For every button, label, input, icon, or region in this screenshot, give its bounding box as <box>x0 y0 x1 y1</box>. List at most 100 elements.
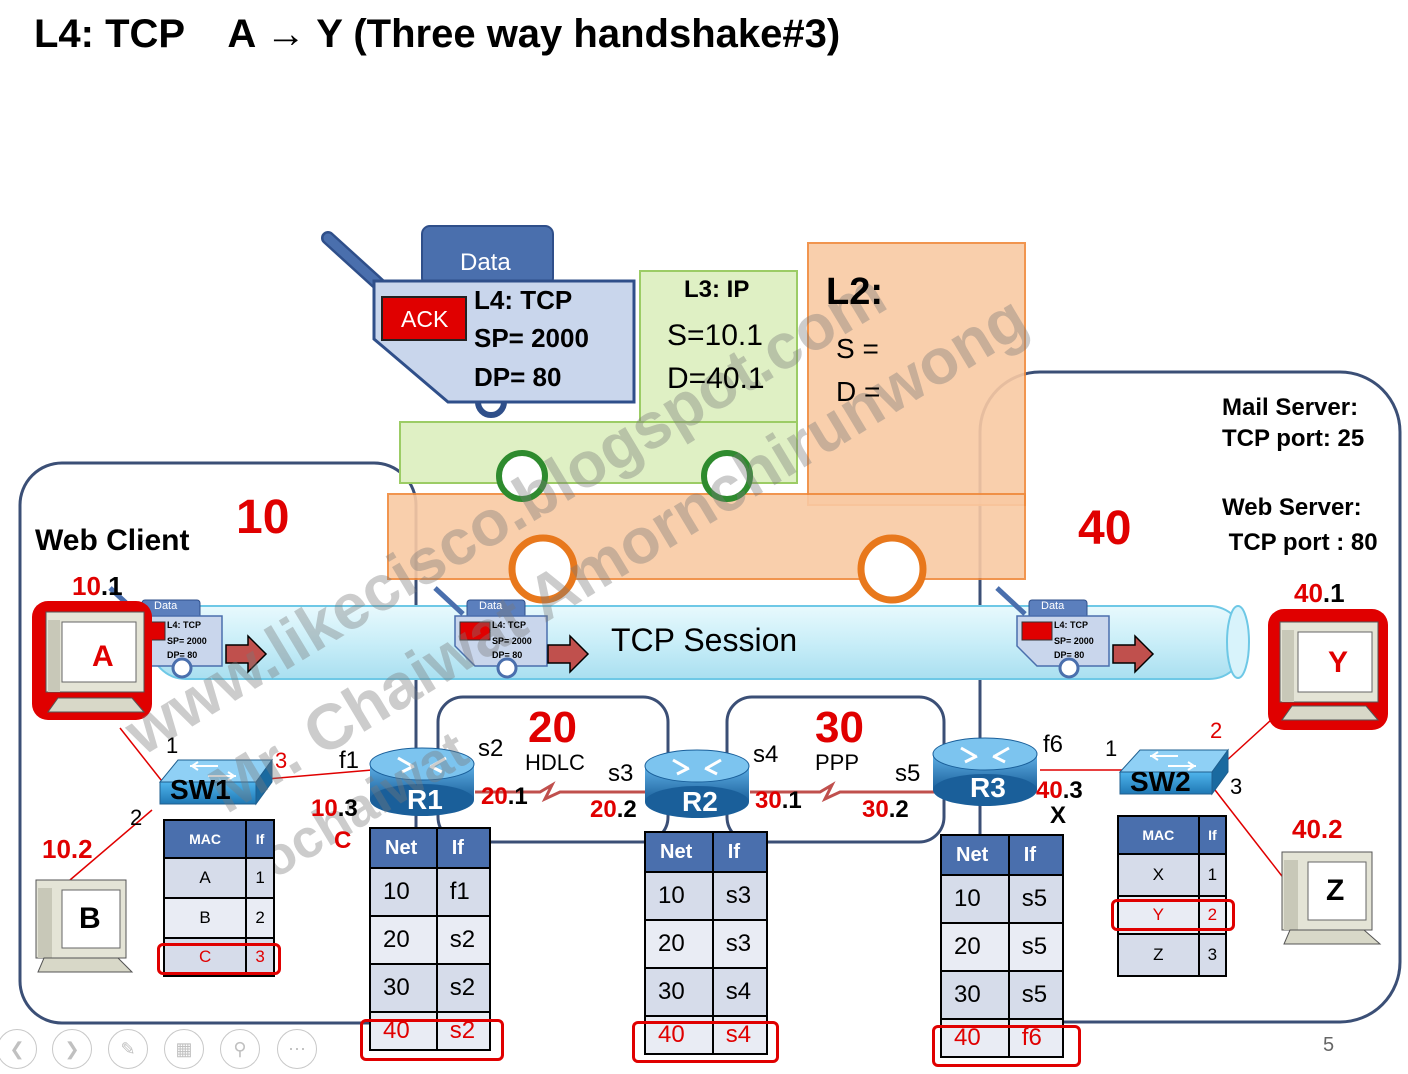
mini-packet-data-label: Data <box>154 600 178 612</box>
host-a-computer-icon <box>45 611 146 713</box>
sw1-port1: 1 <box>166 733 179 758</box>
r1-ip1: 10.3 <box>311 797 358 821</box>
routing-table-header: If <box>1007 834 1065 876</box>
host-y-name: Y <box>1328 646 1349 679</box>
if-cell: s5 <box>1007 970 1065 1020</box>
network-40-label: 40 <box>1078 502 1132 555</box>
r2-if-s3: s3 <box>608 760 634 787</box>
l3-title: L3: IP <box>684 276 750 303</box>
net-cell: 40 <box>940 1018 1010 1058</box>
host-z-name: Z <box>1326 874 1345 907</box>
r2-ip2: 30.1 <box>755 789 802 813</box>
l2-title: L2: <box>826 271 883 313</box>
sw1-switch-icon <box>158 758 273 806</box>
previous-slide-button[interactable]: ❮ <box>0 1029 37 1069</box>
pen-tool-button[interactable]: ✎ <box>108 1029 148 1069</box>
net-cell: 20 <box>644 919 714 969</box>
host-z-computer-icon <box>1281 851 1382 945</box>
net-cell: 10 <box>940 874 1010 924</box>
pen-icon: ✎ <box>120 1039 136 1059</box>
web-server-label: Web Server: <box>1222 494 1362 521</box>
net-cell: 20 <box>940 922 1010 972</box>
link-r1-r2 <box>475 781 645 803</box>
link-b-sw1 <box>69 809 153 881</box>
l2-wheel <box>857 534 927 604</box>
link-sw2-z <box>1214 789 1286 881</box>
network-30-protocol: PPP <box>815 750 860 775</box>
routing-table-header: Net <box>940 834 1010 876</box>
if-cell: s2 <box>435 963 492 1013</box>
more-options-button[interactable]: ⋯ <box>277 1029 317 1069</box>
link-r2-r3 <box>750 781 935 803</box>
mini-packet-data-label: Data <box>1041 600 1065 612</box>
net-cell: 30 <box>940 970 1010 1020</box>
magnifier-icon: ⚲ <box>233 1039 247 1059</box>
network-10-region <box>18 461 418 1025</box>
host-y-ip: 40.1 <box>1294 580 1345 606</box>
chevron-left-icon: ❮ <box>9 1039 25 1059</box>
l2-wheel <box>508 534 578 604</box>
host-z-ip: 40.2 <box>1292 816 1343 842</box>
l2-header-box <box>807 242 1026 506</box>
mini-packet-dp-label: DP= 80 <box>1054 650 1085 660</box>
mac-table-header: If <box>1197 815 1228 855</box>
host-a-ip-host: .1 <box>100 571 123 601</box>
host-z-ip-net: 40 <box>1292 814 1321 844</box>
if-cell: s2 <box>435 1011 492 1051</box>
host-a-ip-net: 10 <box>72 571 101 601</box>
r2-ip1-host: .2 <box>616 796 637 823</box>
network-20-label: 20 <box>528 703 577 752</box>
host-y-ip-net: 40 <box>1294 578 1323 608</box>
r1-ip2: 20.1 <box>481 785 528 809</box>
slide-overview-button[interactable]: ▦ <box>164 1029 204 1069</box>
if-cell: s2 <box>435 915 492 965</box>
r1-if-s2: s2 <box>478 735 504 762</box>
r3-name: R3 <box>970 772 1006 803</box>
r1-ip1-host: .3 <box>337 795 358 822</box>
host-b-ip-host: .2 <box>70 834 93 864</box>
l3-wheel <box>701 450 753 502</box>
page-title: L4: TCP A → Y (Three way handshake#3) <box>34 12 841 56</box>
sw1-row-highlight <box>157 943 281 975</box>
host-b-ip-net: 10 <box>42 834 71 864</box>
r2-ip1: 20.2 <box>590 798 637 822</box>
if-cell: s3 <box>711 919 769 969</box>
r2-row-highlight <box>632 1021 779 1063</box>
sw2-row-highlight <box>1111 899 1235 931</box>
link-sw1-r1 <box>254 769 373 781</box>
r1-name: R1 <box>407 784 443 815</box>
sw2-switch-icon <box>1118 748 1229 796</box>
if-cell: 3 <box>1197 933 1228 977</box>
r2-ip1-net: 20 <box>590 796 617 823</box>
sw2-port1: 1 <box>1105 736 1118 761</box>
zoom-button[interactable]: ⚲ <box>220 1029 260 1069</box>
sw2-port3: 3 <box>1230 774 1243 799</box>
mini-packet-dp-label: DP= 80 <box>167 650 198 660</box>
mac-cell: B <box>162 897 248 939</box>
next-slide-button[interactable]: ❯ <box>52 1029 92 1069</box>
mini-packet-sp-label: SP= 2000 <box>492 636 532 646</box>
routing-table-header: If <box>711 831 769 873</box>
r3-mac: X <box>1050 802 1067 829</box>
if-cell: f6 <box>1007 1018 1065 1058</box>
r2-router-icon <box>644 749 750 818</box>
mac-table-header: If <box>245 819 275 859</box>
sw1-port3: 3 <box>275 748 288 773</box>
r1-ip2-net: 20 <box>481 783 508 810</box>
web-client-label: Web Client <box>35 524 190 557</box>
